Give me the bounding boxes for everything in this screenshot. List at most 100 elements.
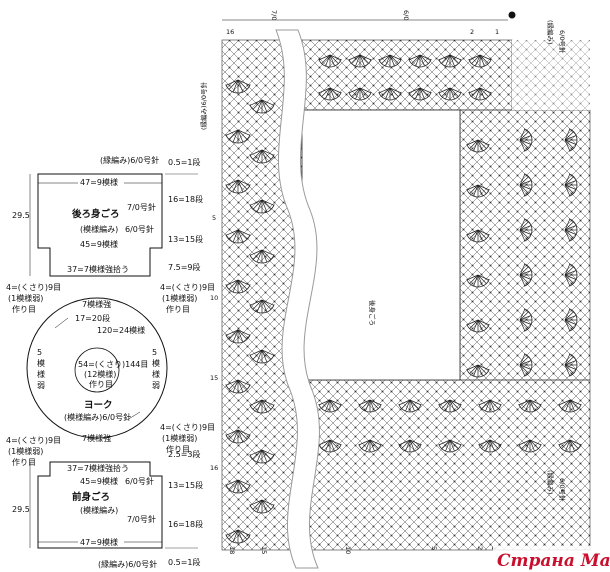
back-height: 29.5 [12,211,30,220]
shell-motif [558,399,582,413]
shell-motif [518,439,542,453]
shell-motif [225,179,251,194]
shell-motif [558,439,582,453]
front-hook-6: 6/0号針 [125,476,154,486]
shell-motif [518,399,542,413]
back-body-title: 後ろ身ごろ [72,208,120,220]
shell-motif [466,184,490,198]
chart-left-edge-label: (縁編み)6/0号針 [199,81,208,130]
shell-motif [478,399,502,413]
front-pattern: (模様編み) [80,505,118,515]
start-marker [508,11,516,19]
shell-motif [249,449,275,464]
shell-motif [378,54,402,68]
yoke-bottom-label: 7模様強 [82,433,111,443]
chart-left-num-4: 16 [210,464,218,472]
shell-motif [318,54,342,68]
front-body-outline [37,461,163,549]
chart-right-edge-label-1: (縁編み) [546,20,555,45]
shell-motif [564,263,578,287]
front-rows-2: 13=15段 [168,480,203,490]
shell-motif [358,439,382,453]
left-note-top-2: (1模様弱) [8,293,43,303]
yoke-top-label: 7模様強 [82,299,111,309]
shell-motif [466,229,490,243]
chart-left-num-3: 15 [210,374,218,382]
shell-motif [564,128,578,152]
shell-motif [225,129,251,144]
shell-motif [466,274,490,288]
right-note-top-3: 作り目 [166,304,190,314]
shell-motif [225,529,251,544]
back-rows-1: 0.5=1段 [168,157,201,167]
chart-top-hook-left: 7/0 [270,10,278,20]
stitch-chart: 7/0 6/0 16 2 1 (縁編み) 6/0号針 (縁編み)6/0号針 5 … [199,10,591,569]
back-hook-6: 6/0号針 [125,224,154,234]
yoke-left-3: 様 [37,369,45,379]
shell-motif [225,379,251,394]
shell-motif [318,87,342,101]
shell-motif [358,399,382,413]
right-note-bottom-1: 4=(くさり)9目 [160,423,215,432]
yoke-right-2: 模 [152,358,160,368]
back-hook-7: 7/0号針 [127,202,156,212]
yoke-patterns: 120=24模様 [97,325,145,335]
yoke-right-3: 様 [152,369,160,379]
right-note-top-2: (1模様弱) [162,293,197,303]
chart-bottom-num-2: 15 [260,546,268,554]
yoke-outer-circle [26,297,168,439]
shell-motif [225,479,251,494]
back-pattern: (模様編み) [80,224,118,234]
shell-motif [398,399,422,413]
chart-bottom-num-4: 5 [430,546,438,550]
front-width-bottom: 47=9模様 [80,537,118,547]
shell-motif [564,308,578,332]
front-rows-3: 16=18段 [168,519,203,529]
front-hook-7: 7/0号針 [127,514,156,524]
back-rows-4: 7.5=9段 [168,262,201,272]
shell-motif [249,399,275,414]
chart-left-num-1: 5 [212,214,216,222]
yoke-pattern: (模様編み)6/0号針 [64,412,131,422]
front-body-schematic: 37=7模様強拾う 45=9模様 6/0号針 前身ごろ (模様編み) 7/0号針… [12,449,203,569]
shell-motif [564,173,578,197]
shell-motif [249,249,275,264]
shell-motif [519,263,533,287]
shell-motif [519,218,533,242]
chart-right-column [459,109,591,381]
shell-motif [348,87,372,101]
right-cast-on-notes: 4=(くさり)9目 (1模様弱) 作り目 4=(くさり)9目 (1模様弱) 作り… [160,283,215,454]
yoke-right-4: 弱 [152,381,160,390]
left-note-bottom-2: (1模様弱) [8,446,43,456]
yoke-center-2: (12模様) [84,369,116,379]
front-rows-1: 2.5=3段 [168,449,201,459]
shell-motif [249,349,275,364]
back-width-top: 47=9模様 [80,177,118,187]
shell-motif [519,128,533,152]
chart-top-left-number: 16 [226,28,234,36]
yoke-center-1: 54=(くさり)144目 [78,360,148,369]
shell-motif [225,429,251,444]
chart-top-hook-right: 6/0 [402,10,410,20]
shell-motif [519,308,533,332]
shell-motif [466,139,490,153]
left-note-bottom-3: 作り目 [12,457,36,467]
shell-motif [438,439,462,453]
chart-top-num-1: 2 [470,28,474,36]
yoke-right-1: 5 [152,348,157,357]
shell-motif [438,87,462,101]
shell-motif [249,99,275,114]
back-body-schematic: (縁編み)6/0号針 47=9模様 29.5 後ろ身ごろ 7/0号針 (模様編み… [12,155,203,277]
yoke-left-4: 弱 [37,381,45,390]
shell-motif [438,54,462,68]
shell-motif [348,54,372,68]
shell-motif [408,87,432,101]
shell-motif [408,54,432,68]
back-rows-2: 16=18段 [168,194,203,204]
omitted-section-ribbon [275,29,320,569]
shell-motif [378,87,402,101]
shell-motif [225,79,251,94]
shell-motif [398,439,422,453]
shell-motif [466,364,490,378]
shell-motif [225,279,251,294]
